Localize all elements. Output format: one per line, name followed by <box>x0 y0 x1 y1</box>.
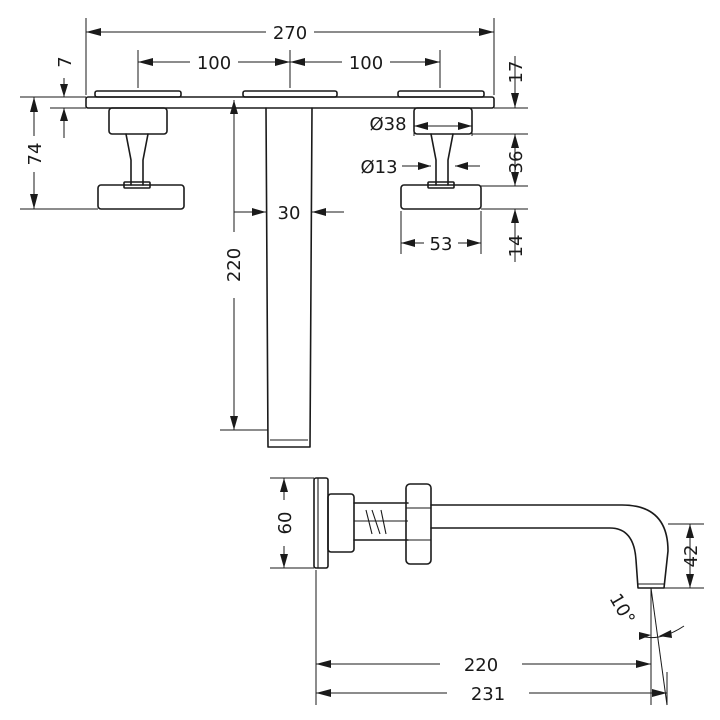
dim-side-projection: 220 <box>315 570 651 705</box>
dim-label-220-vertical: 220 <box>224 248 245 282</box>
side-wall-plate <box>313 477 329 569</box>
left-handle <box>97 107 185 210</box>
dim-label-10-degrees: 10° <box>605 590 639 628</box>
dim-outlet-angle: 10° <box>605 587 685 706</box>
dim-handle-thickness: 14 <box>481 208 528 262</box>
side-view <box>313 477 669 589</box>
dim-outlet-height: 42 <box>664 523 704 589</box>
front-view <box>85 90 495 448</box>
dim-label-dia13: Ø13 <box>360 157 397 178</box>
dim-stem-length: 36 <box>472 133 528 187</box>
dim-label-270: 270 <box>273 23 307 44</box>
dim-label-17: 17 <box>506 61 527 84</box>
dim-label-14: 14 <box>506 235 527 258</box>
wall-plate <box>85 90 495 109</box>
dim-rosette-diameter: Ø38 <box>369 114 473 136</box>
dim-overall-width: 270 <box>85 18 495 95</box>
dim-label-36: 36 <box>506 151 527 174</box>
dim-spout-length: 220 <box>220 100 268 431</box>
side-rosette <box>327 493 355 553</box>
dim-label-100-left: 100 <box>197 53 231 74</box>
dim-label-100-right: 100 <box>349 53 383 74</box>
dim-label-dia38: Ø38 <box>369 114 406 135</box>
dim-label-7: 7 <box>55 56 76 67</box>
dim-stem-diameter: Ø13 <box>360 157 480 178</box>
dim-label-231: 231 <box>471 684 505 705</box>
dim-plate-offset: 7 <box>50 56 86 138</box>
dim-plate-thickness: 17 <box>494 56 528 109</box>
dim-side-total-projection: 231 <box>316 672 668 705</box>
dim-side-plate-height: 60 <box>270 477 314 569</box>
dim-spacing: 100 100 <box>137 50 441 88</box>
side-stem <box>353 502 409 541</box>
dim-spout-width: 30 <box>234 203 344 224</box>
dim-handle-width: 53 <box>400 211 482 255</box>
dim-label-42: 42 <box>681 545 702 568</box>
dim-label-30: 30 <box>278 203 301 224</box>
dim-label-53: 53 <box>430 234 453 255</box>
dim-handle-height: 74 <box>20 96 98 210</box>
front-spout <box>265 107 313 448</box>
side-handle <box>405 483 432 565</box>
dim-label-220-horizontal: 220 <box>464 655 498 676</box>
dim-label-60: 60 <box>275 512 296 535</box>
dim-label-74: 74 <box>25 143 46 166</box>
side-spout <box>430 504 669 589</box>
right-handle <box>400 107 482 210</box>
